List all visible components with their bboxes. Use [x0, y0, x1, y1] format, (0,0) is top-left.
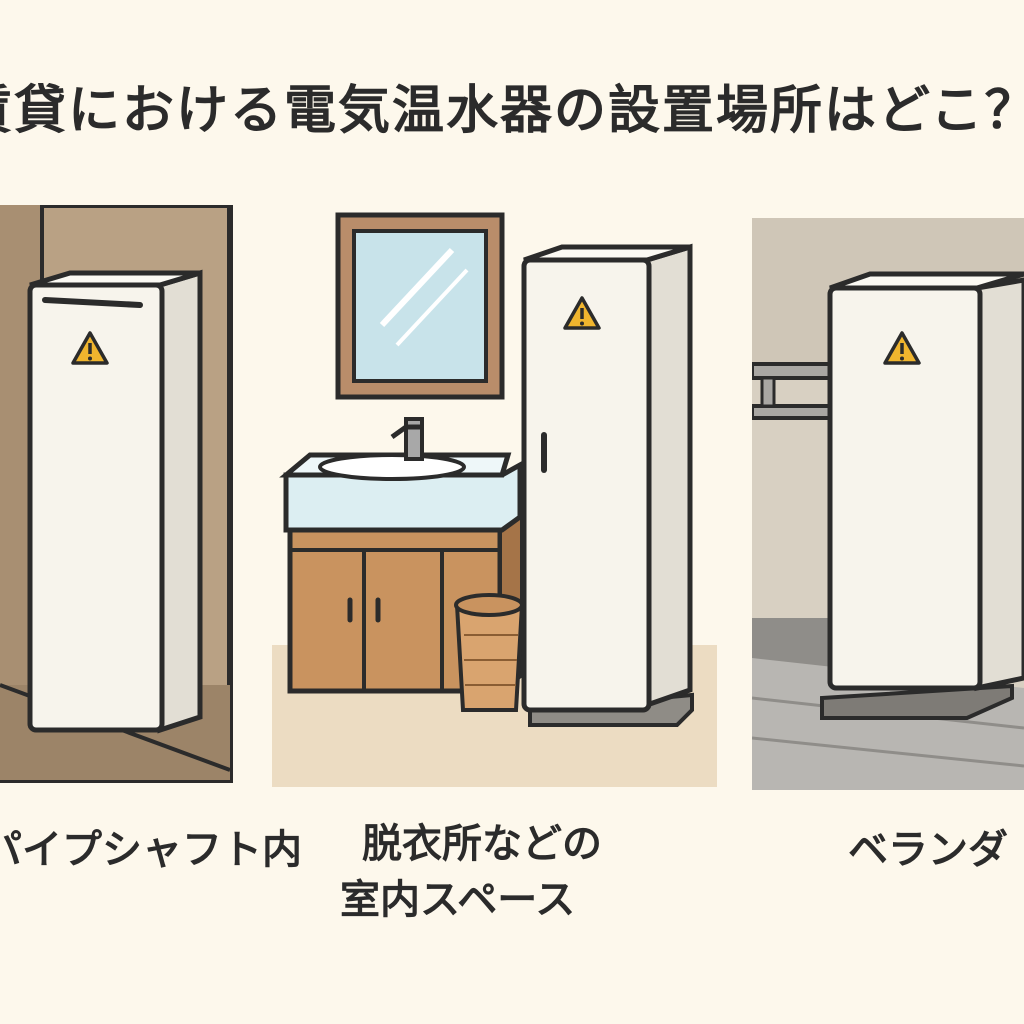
dressing-room-scene [272, 212, 717, 787]
caption-indoor-space: 脱衣所などの 室内スペース [340, 816, 602, 928]
mirror [335, 212, 505, 400]
laundry-basket [454, 593, 525, 712]
railing [752, 362, 834, 420]
balcony-scene [752, 218, 1024, 790]
caption-indoor-line2: 室内スペース [340, 877, 576, 923]
pipe-shaft-scene [0, 205, 233, 783]
warning-triangle-icon [883, 331, 921, 365]
caption-balcony: ベランダ [848, 827, 1008, 873]
water-heater-balcony [820, 271, 1024, 720]
water-heater-indoor [521, 243, 694, 727]
warning-triangle-icon [71, 331, 109, 365]
caption-indoor-line1: 脱衣所などの [362, 821, 602, 867]
water-heater-shaft [27, 269, 203, 734]
warning-triangle-icon [563, 296, 601, 330]
page-title: 賃貸における電気温水器の設置場所はどこ？ [0, 81, 1024, 141]
caption-pipe-shaft: パイプシャフト内 [0, 827, 302, 873]
